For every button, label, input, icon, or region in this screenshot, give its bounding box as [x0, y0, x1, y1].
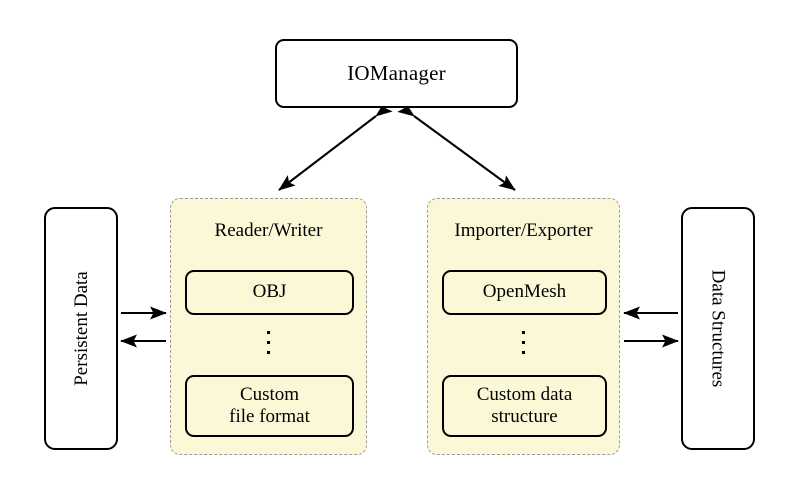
item-custom-data-structure[interactable]: Custom data structure [442, 375, 607, 437]
node-io-manager[interactable]: IOManager [275, 39, 518, 108]
item-custom-data-structure-label: Custom data structure [477, 384, 573, 429]
item-openmesh-label: OpenMesh [482, 281, 567, 303]
io-manager-label: IOManager [347, 61, 446, 85]
arrow-manager-importer-exporter [397, 101, 516, 191]
node-persistent-data[interactable]: Persistent Data [44, 207, 118, 450]
item-custom-file-format-line2: file format [229, 406, 310, 427]
item-openmesh[interactable]: OpenMesh [442, 270, 607, 315]
node-data-structures[interactable]: Data Structures [681, 207, 755, 450]
item-custom-file-format[interactable]: Custom file format [185, 375, 354, 437]
item-custom-file-format-line1: Custom [239, 383, 300, 405]
importer-exporter-ellipsis-icon [428, 331, 619, 354]
group-importer-exporter-title: Importer/Exporter [454, 220, 593, 241]
item-custom-file-format-label: Custom file format [229, 384, 310, 429]
group-reader-writer[interactable]: Reader/Writer OBJ Custom file format [170, 198, 367, 455]
item-obj-label: OBJ [252, 281, 287, 303]
item-obj[interactable]: OBJ [185, 270, 354, 315]
item-custom-data-structure-line1: Custom data [476, 383, 573, 405]
persistent-data-label: Persistent Data [70, 271, 92, 386]
group-reader-writer-title: Reader/Writer [214, 220, 323, 241]
arrow-manager-reader-writer [278, 101, 393, 191]
reader-writer-ellipsis-icon [171, 331, 366, 354]
group-importer-exporter[interactable]: Importer/Exporter OpenMesh Custom data s… [427, 198, 620, 455]
item-custom-data-structure-line2: structure [491, 406, 558, 427]
data-structures-label: Data Structures [707, 269, 729, 388]
